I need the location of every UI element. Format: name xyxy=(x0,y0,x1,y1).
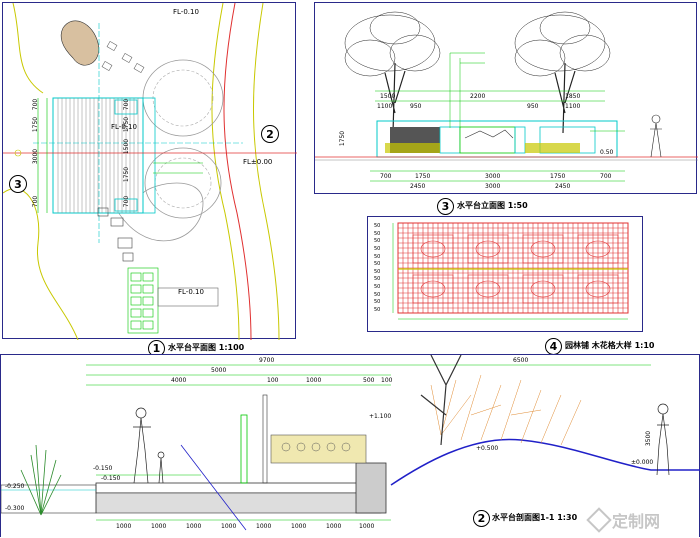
plan-dim-left-3: 700 xyxy=(32,195,40,208)
elevation-drawing xyxy=(315,11,698,182)
pattern-dim: 50 xyxy=(374,268,381,275)
elev-side-dim: 1750 xyxy=(339,130,347,147)
plan-dim-right-2: 1500 xyxy=(123,138,131,155)
section-dim-mid-0: 4000 xyxy=(171,377,187,384)
plan-section-marker-3: 3 xyxy=(9,175,27,193)
elevation-person xyxy=(650,114,662,158)
plan-section-marker-2: 2 xyxy=(261,125,279,143)
plan-level-lower: FL-0.10 xyxy=(178,288,204,296)
watermark-icon xyxy=(586,507,612,533)
pattern-title: 园林铺 木花格大样 1:10 xyxy=(565,341,655,350)
section-level-e: +1.100 xyxy=(369,413,392,420)
grass-plant xyxy=(20,444,62,516)
plan-dim-right-4: 700 xyxy=(123,195,131,208)
elev-dim-bottom-0: 700 xyxy=(380,173,392,180)
section-person-left xyxy=(133,407,165,484)
pattern-dim: 50 xyxy=(374,230,381,237)
section-dim-bottom-4: 1000 xyxy=(256,523,272,530)
pattern-view-frame: 50 50 50 50 50 50 50 50 50 50 50 50 xyxy=(367,216,643,332)
section-person-right xyxy=(656,403,670,476)
pattern-dim: 50 xyxy=(374,291,381,298)
elev-dim-total-1: 3000 xyxy=(485,183,501,190)
elev-dim-total-0: 2450 xyxy=(410,183,426,190)
watermark-text: 定制网 xyxy=(612,512,661,531)
pattern-drawing xyxy=(392,222,629,320)
pattern-dim: 50 xyxy=(374,238,381,245)
pattern-left-dims: 50 50 50 50 50 50 50 50 50 50 50 50 xyxy=(374,223,392,313)
section-dim-mid-3: 1000 xyxy=(306,377,322,384)
pattern-dim: 50 xyxy=(374,276,381,283)
elevation-title-number: 3 xyxy=(437,198,454,215)
deck-platform xyxy=(52,97,156,214)
section-title-number: 2 xyxy=(473,510,490,527)
section-height-label: 3500 xyxy=(645,430,653,447)
orange-shrub xyxy=(430,374,582,446)
plan-title: 水平台平面图 1:100 xyxy=(168,343,245,352)
elev-dim-top-3: 950 xyxy=(527,103,539,110)
plan-level-top: FL-0.10 xyxy=(173,8,199,16)
elev-dim-bottom-2: 3000 xyxy=(485,173,501,180)
section-dim-mid-1: 5000 xyxy=(211,367,227,374)
section-view-frame: 9700 4000 5000 100 1000 500 100 6500 100… xyxy=(0,354,700,537)
pattern-dim: 50 xyxy=(374,261,381,268)
plan-drawing xyxy=(3,3,297,340)
plan-dim-left-2: 3000 xyxy=(32,148,40,165)
plan-dim-right-1: 1750 xyxy=(123,116,131,133)
pattern-dim: 50 xyxy=(374,306,381,313)
elev-dim-top-4: 1100 xyxy=(565,103,581,110)
section-dim-bottom-2: 1000 xyxy=(186,523,202,530)
section-level-b: -0.150 xyxy=(93,465,113,472)
plan-level-mid: FL-0.10 xyxy=(111,123,137,131)
section-level-g: ±0.000 xyxy=(631,459,654,466)
elev-dim-top-6: 1850 xyxy=(565,93,581,100)
elev-dim-total-2: 2450 xyxy=(555,183,571,190)
pattern-title-number: 4 xyxy=(545,338,562,355)
section-drawing xyxy=(1,355,700,531)
elev-dim-top-1: 950 xyxy=(410,103,422,110)
section-dim-total: 9700 xyxy=(259,357,275,364)
section-dim-bottom-0: 1000 xyxy=(116,523,132,530)
elev-dim-top-2: 2200 xyxy=(470,93,486,100)
elev-dim-bottom-3: 1750 xyxy=(550,173,566,180)
elev-dim-top-5: 1500 xyxy=(380,93,396,100)
tree-right xyxy=(514,11,611,134)
pattern-dim: 50 xyxy=(374,253,381,260)
section-dim-mid-5: 100 xyxy=(381,377,393,384)
pattern-dim: 50 xyxy=(374,223,381,229)
plan-level-right: FL±0.00 xyxy=(243,158,273,166)
section-title: 水平台剖面图1-1 1:30 xyxy=(492,513,578,522)
elev-dim-top-0: 1100 xyxy=(377,103,393,110)
elev-level: 0.50 xyxy=(600,149,614,156)
pattern-dim: 50 xyxy=(374,284,381,290)
plan-dim-left-0: 700 xyxy=(32,98,40,111)
section-dim-right: 6500 xyxy=(513,357,529,364)
elevation-title: 水平台立面图 1:50 xyxy=(457,201,528,210)
plan-view-frame: FL-0.10 FL-0.10 FL±0.00 FL-0.10 700 1750… xyxy=(2,2,297,340)
section-dim-mid-2: 100 xyxy=(267,377,279,384)
section-dim-bottom-5: 1000 xyxy=(291,523,307,530)
watermark-logo: 定制网 xyxy=(586,507,661,533)
elev-dim-bottom-4: 700 xyxy=(600,173,612,180)
section-level-a: -0.250 xyxy=(5,483,25,490)
section-dim-bottom-1: 1000 xyxy=(151,523,167,530)
plan-dim-right-3: 1750 xyxy=(123,166,131,183)
section-level-d: -0.300 xyxy=(5,505,25,512)
section-dim-bottom-6: 1000 xyxy=(326,523,342,530)
elev-dim-bottom-1: 1750 xyxy=(415,173,431,180)
section-dim-bottom-7: 1000 xyxy=(359,523,375,530)
tree-left xyxy=(344,11,441,134)
section-level-f: +0.500 xyxy=(476,445,499,452)
pattern-dim: 50 xyxy=(374,299,381,306)
section-level-c: -0.150 xyxy=(101,475,121,482)
section-dim-mid-4: 500 xyxy=(363,377,375,384)
section-dim-bottom-3: 1000 xyxy=(221,523,237,530)
plan-dim-right-0: 700 xyxy=(123,98,131,111)
plan-dim-left-1: 1750 xyxy=(32,116,40,133)
pattern-dim: 50 xyxy=(374,245,381,252)
elevation-view-frame: 1100 950 2200 950 1100 1500 1850 700 175… xyxy=(314,2,698,194)
